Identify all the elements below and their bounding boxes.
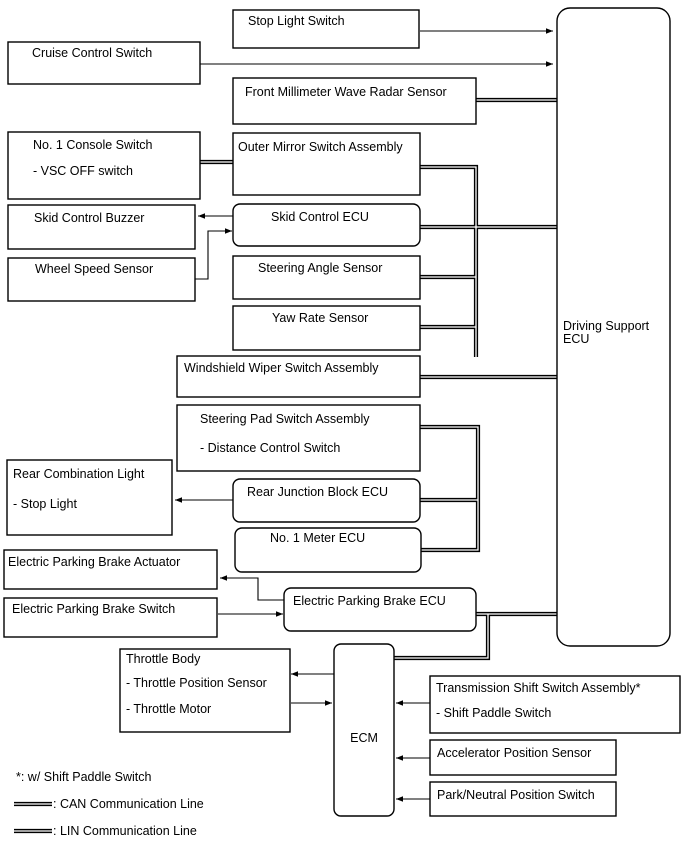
outer-mirror-switch-box: Outer Mirror Switch Assembly bbox=[232, 132, 421, 196]
front-mmw-radar-label: Front Millimeter Wave Radar Sensor bbox=[245, 85, 447, 99]
yaw-rate-sensor-box: Yaw Rate Sensor bbox=[232, 305, 421, 351]
windshield-wiper-switch-box: Windshield Wiper Switch Assembly bbox=[176, 355, 421, 398]
ecm-label: ECM bbox=[350, 731, 378, 745]
throttle-motor-label: - Throttle Motor bbox=[126, 702, 211, 716]
wheel-speed-sensor-box: Wheel Speed Sensor bbox=[7, 257, 196, 302]
no1-console-switch-box: No. 1 Console Switch - VSC OFF switch bbox=[7, 131, 201, 200]
ep-brake-actuator-box: Electric Parking Brake Actuator bbox=[3, 549, 218, 590]
driving-support-ecu-label-line2: ECU bbox=[563, 332, 589, 346]
ep-brake-ecu-label: Electric Parking Brake ECU bbox=[293, 594, 446, 608]
connection-lines bbox=[175, 28, 557, 802]
legend: *: w/ Shift Paddle Switch : CAN Communic… bbox=[14, 770, 204, 838]
driving-support-ecu-box: Driving Support ECU bbox=[556, 7, 671, 647]
stop-light-switch-box: Stop Light Switch bbox=[232, 9, 420, 49]
wheel-speed-sensor-label: Wheel Speed Sensor bbox=[35, 262, 153, 276]
steering-angle-sensor-label: Steering Angle Sensor bbox=[258, 261, 382, 275]
steering-pad-switch-label: Steering Pad Switch Assembly bbox=[200, 412, 370, 426]
vsc-off-switch-label: - VSC OFF switch bbox=[33, 164, 133, 178]
steering-angle-sensor-box: Steering Angle Sensor bbox=[232, 255, 421, 300]
rear-junction-block-ecu-label: Rear Junction Block ECU bbox=[247, 485, 388, 499]
can-legend-label: : CAN Communication Line bbox=[53, 797, 204, 811]
component-boxes: Stop Light Switch Cruise Control Switch … bbox=[3, 7, 681, 817]
transmission-shift-switch-label: Transmission Shift Switch Assembly* bbox=[436, 681, 641, 695]
windshield-wiper-switch-label: Windshield Wiper Switch Assembly bbox=[184, 361, 379, 375]
park-neutral-switch-box: Park/Neutral Position Switch bbox=[429, 781, 617, 817]
cruise-control-switch-box: Cruise Control Switch bbox=[7, 41, 201, 85]
skid-control-ecu-label: Skid Control ECU bbox=[271, 210, 369, 224]
steering-pad-switch-box: Steering Pad Switch Assembly - Distance … bbox=[176, 404, 421, 472]
cruise-control-switch-label: Cruise Control Switch bbox=[32, 46, 152, 60]
skid-control-ecu-box: Skid Control ECU bbox=[232, 203, 421, 247]
skid-control-buzzer-label: Skid Control Buzzer bbox=[34, 211, 144, 225]
ep-brake-actuator-label: Electric Parking Brake Actuator bbox=[8, 555, 180, 569]
throttle-body-label: Throttle Body bbox=[126, 652, 201, 666]
yaw-rate-sensor-label: Yaw Rate Sensor bbox=[272, 311, 368, 325]
distance-control-switch-label: - Distance Control Switch bbox=[200, 441, 340, 455]
throttle-position-sensor-label: - Throttle Position Sensor bbox=[126, 676, 267, 690]
ep-brake-switch-label: Electric Parking Brake Switch bbox=[12, 602, 175, 616]
outer-mirror-switch-label: Outer Mirror Switch Assembly bbox=[238, 140, 403, 154]
no1-meter-ecu-box: No. 1 Meter ECU bbox=[234, 527, 422, 573]
stop-light-label: - Stop Light bbox=[13, 497, 77, 511]
park-neutral-switch-label: Park/Neutral Position Switch bbox=[437, 788, 595, 802]
stop-light-switch-label: Stop Light Switch bbox=[248, 14, 345, 28]
signal-arrows bbox=[175, 28, 553, 802]
can-lines bbox=[200, 97, 557, 661]
throttle-body-box: Throttle Body - Throttle Position Sensor… bbox=[119, 648, 291, 733]
accelerator-position-sensor-box: Accelerator Position Sensor bbox=[429, 739, 617, 776]
driving-support-ecu-label: Driving Support bbox=[563, 319, 650, 333]
lin-legend-label: : LIN Communication Line bbox=[53, 824, 197, 838]
ep-brake-ecu-box: Electric Parking Brake ECU bbox=[283, 587, 477, 632]
rear-junction-block-ecu-box: Rear Junction Block ECU bbox=[232, 478, 421, 523]
shift-paddle-footnote: *: w/ Shift Paddle Switch bbox=[16, 770, 152, 784]
skid-control-buzzer-box: Skid Control Buzzer bbox=[7, 204, 196, 250]
no1-console-switch-label: No. 1 Console Switch bbox=[33, 138, 153, 152]
accelerator-position-sensor-label: Accelerator Position Sensor bbox=[437, 746, 591, 760]
rear-combination-light-label: Rear Combination Light bbox=[13, 467, 145, 481]
no1-meter-ecu-label: No. 1 Meter ECU bbox=[270, 531, 365, 545]
ecm-box: ECM bbox=[333, 643, 395, 817]
front-mmw-radar-box: Front Millimeter Wave Radar Sensor bbox=[232, 77, 477, 125]
ep-brake-switch-box: Electric Parking Brake Switch bbox=[3, 597, 218, 638]
transmission-shift-switch-box: Transmission Shift Switch Assembly* - Sh… bbox=[429, 675, 681, 734]
rear-combination-light-box: Rear Combination Light - Stop Light bbox=[6, 459, 173, 536]
shift-paddle-switch-label: - Shift Paddle Switch bbox=[436, 706, 551, 720]
